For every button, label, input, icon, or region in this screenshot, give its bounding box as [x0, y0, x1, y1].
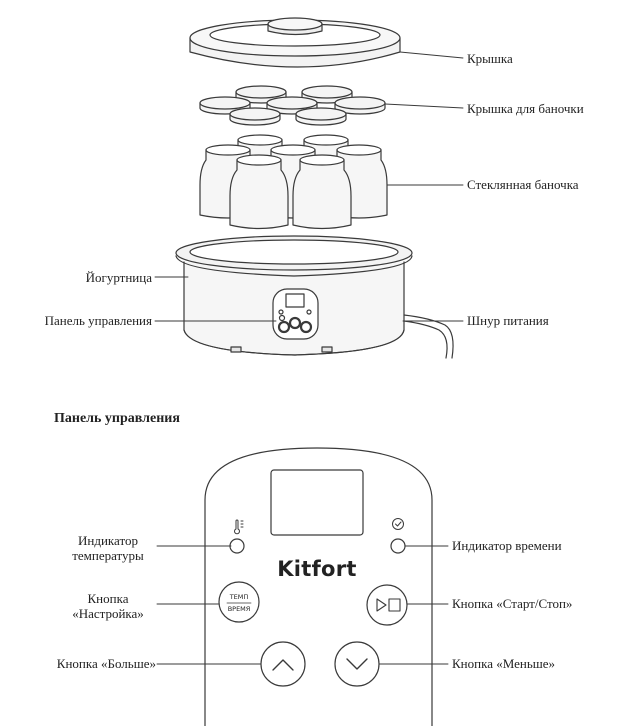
top-leader-lines: [154, 51, 464, 322]
label-start-stop-button: Кнопка «Старт/Стоп»: [452, 596, 573, 611]
jar-lids: [199, 85, 386, 126]
thermometer-icon: [234, 519, 244, 535]
up-button[interactable]: [260, 641, 306, 687]
settings-button-bottom-text: ВРЕМЯ: [227, 605, 251, 613]
label-down-button: Кнопка «Меньше»: [452, 656, 556, 671]
main-lid: [189, 17, 401, 68]
settings-button-top-text: ТЕМП: [229, 593, 249, 601]
label-temperature-indicator: Индикатор температуры: [58, 533, 158, 563]
label-yogurt-maker: Йогуртница: [85, 270, 152, 285]
label-lid: Крышка: [467, 51, 513, 66]
start-stop-button[interactable]: [366, 584, 408, 626]
label-power-cord: Шнур питания: [467, 313, 549, 328]
yogurt-maker-base: [175, 235, 413, 356]
play-icon: [376, 598, 387, 612]
label-settings-button-line2: «Настройка»: [72, 606, 144, 621]
time-indicator-light: [390, 538, 406, 554]
chevron-up-icon: [272, 659, 294, 671]
panel-leader-lines: [156, 545, 449, 665]
chevron-down-icon: [346, 658, 368, 670]
label-time-indicator: Индикатор времени: [452, 538, 562, 553]
glass-jars: [199, 134, 388, 230]
label-jar-lid: Крышка для баночки: [467, 101, 584, 116]
section-heading: Панель управления: [54, 411, 180, 426]
label-control-panel: Панель управления: [44, 313, 152, 328]
clock-check-icon: [392, 518, 404, 530]
settings-button[interactable]: [218, 581, 260, 623]
label-settings-button-line1: Кнопка: [87, 591, 129, 606]
label-settings-button: Кнопка «Настройка»: [58, 591, 158, 621]
label-temperature-indicator-line2: температуры: [72, 548, 144, 563]
stop-icon: [388, 598, 401, 612]
brand-logo: Kitfort: [277, 557, 357, 581]
temperature-indicator-light: [229, 538, 245, 554]
label-temperature-indicator-line1: Индикатор: [78, 533, 138, 548]
label-up-button: Кнопка «Больше»: [56, 656, 156, 671]
down-button[interactable]: [334, 641, 380, 687]
label-glass-jar: Стеклянная баночка: [467, 177, 579, 192]
power-cord: [403, 314, 454, 359]
